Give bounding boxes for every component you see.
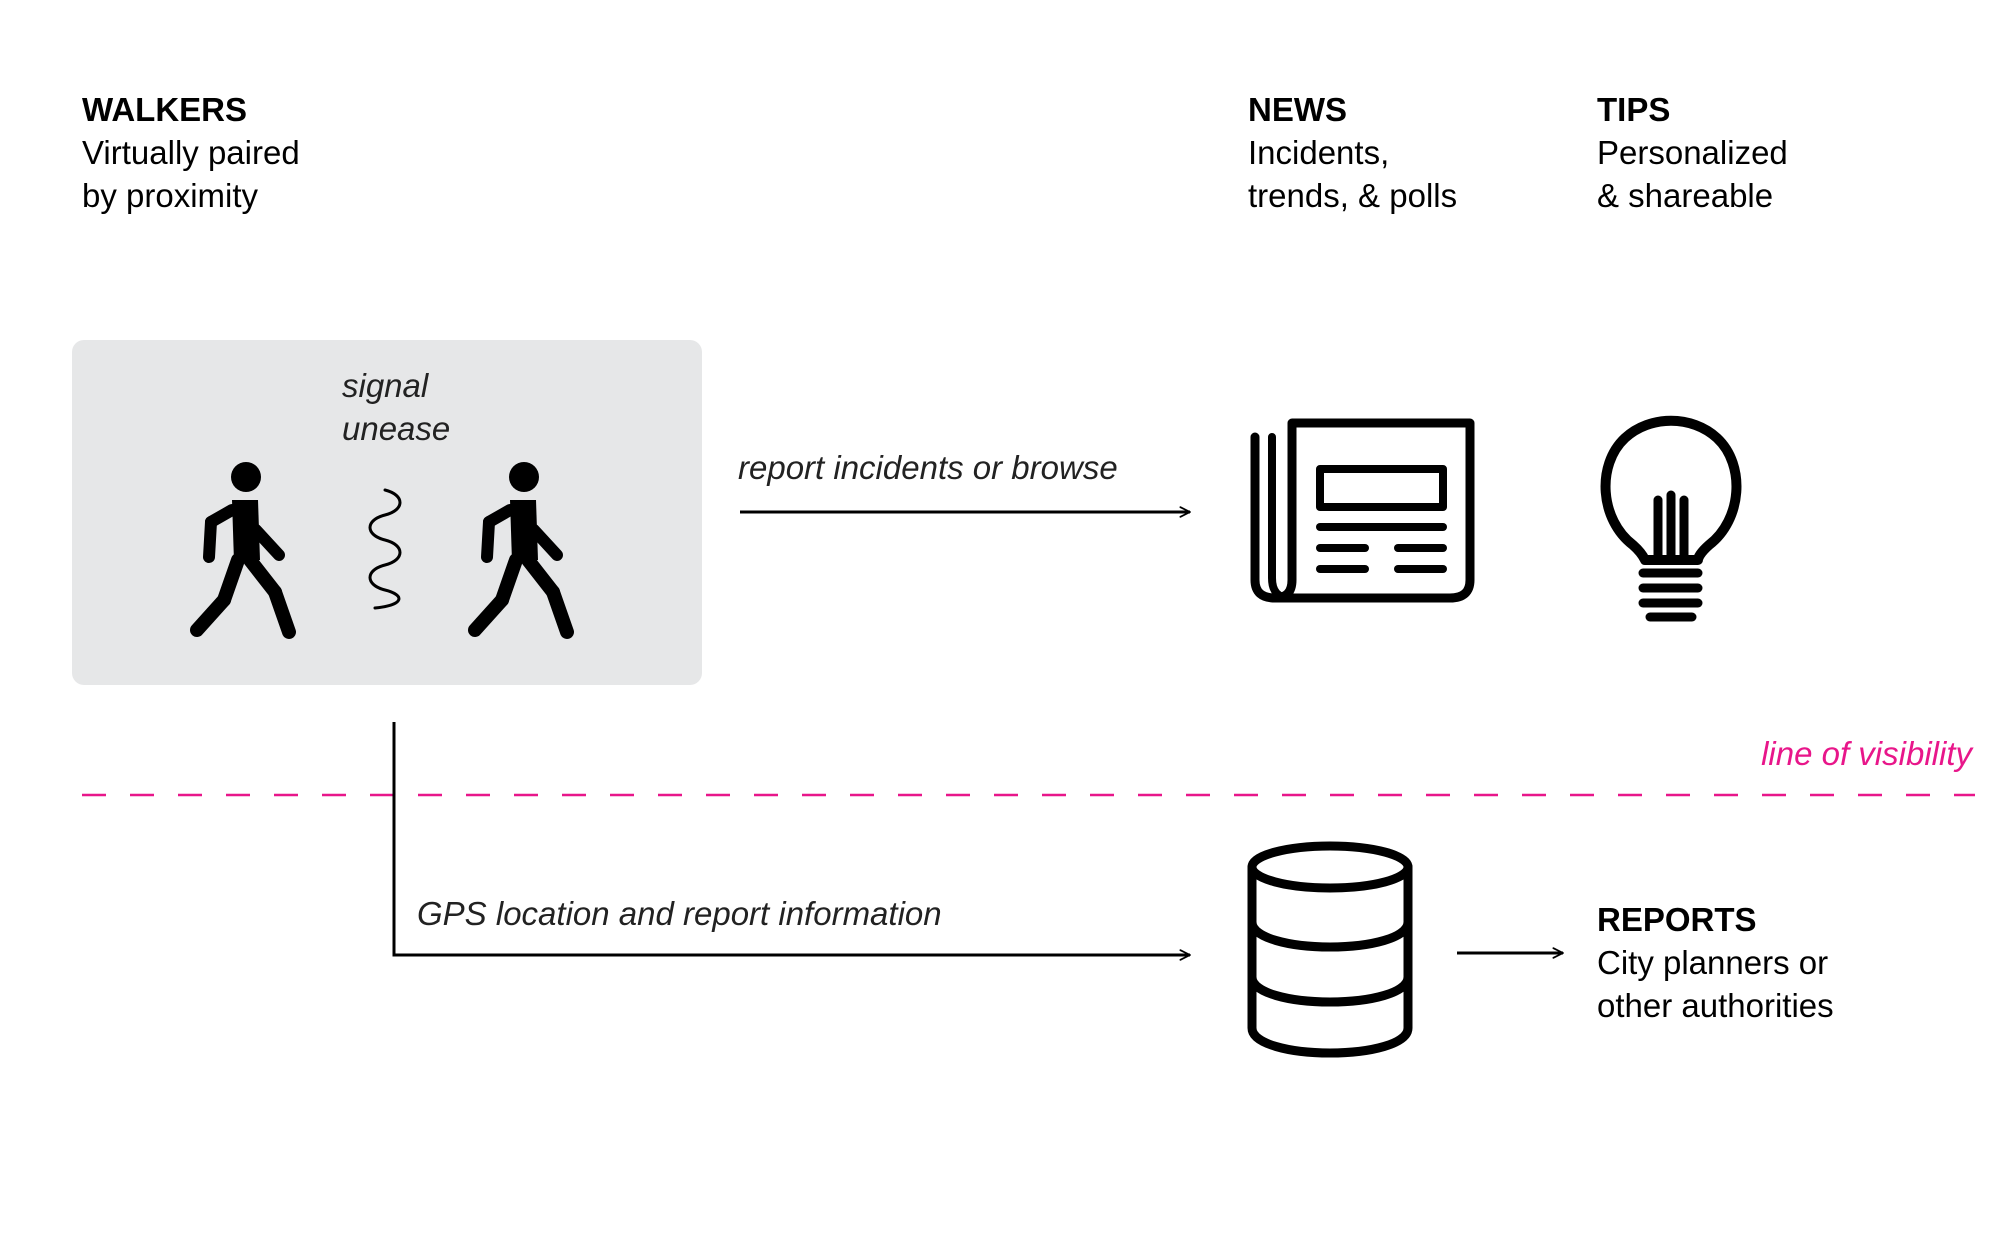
reports-description-line1: City planners or (1597, 944, 1829, 981)
gps-label: GPS location and report information (417, 895, 942, 932)
wave-signal-icon (368, 488, 402, 610)
reports-heading-block: REPORTS City planners or other authoriti… (1597, 898, 1834, 1027)
walkers-heading-block: WALKERS Virtually paired by proximity (82, 88, 300, 217)
reports-title: REPORTS (1597, 901, 1757, 938)
tips-description-line1: Personalized (1597, 134, 1788, 171)
reports-description-line2: other authorities (1597, 987, 1834, 1024)
tips-title: TIPS (1597, 91, 1671, 128)
walking-person-icon (468, 462, 574, 639)
walking-person-icon (190, 462, 296, 639)
tips-description-line2: & shareable (1597, 177, 1774, 214)
newspaper-icon (1250, 418, 1475, 603)
news-description-line2: trends, & polls (1248, 177, 1458, 214)
news-heading-block: NEWS Incidents, trends, & polls (1248, 88, 1457, 217)
signal-label-line2: unease (342, 410, 451, 447)
signal-label-line1: signal (342, 367, 429, 404)
database-icon (1247, 841, 1413, 1058)
news-title: NEWS (1248, 91, 1347, 128)
news-description-line1: Incidents, (1248, 134, 1390, 171)
walkers-title: WALKERS (82, 91, 247, 128)
report-browse-label: report incidents or browse (738, 449, 1118, 486)
walkers-description-line2: by proximity (82, 177, 259, 214)
line-of-visibility-label: line of visibility (1761, 735, 1972, 772)
walkers-description-line1: Virtually paired (82, 134, 300, 171)
gps-connector-arrow (392, 722, 1191, 961)
tips-heading-block: TIPS Personalized & shareable (1597, 88, 1788, 217)
lightbulb-icon (1600, 415, 1742, 622)
signal-unease-label: signal unease (342, 364, 450, 450)
walkers-pairing-box (72, 340, 702, 685)
